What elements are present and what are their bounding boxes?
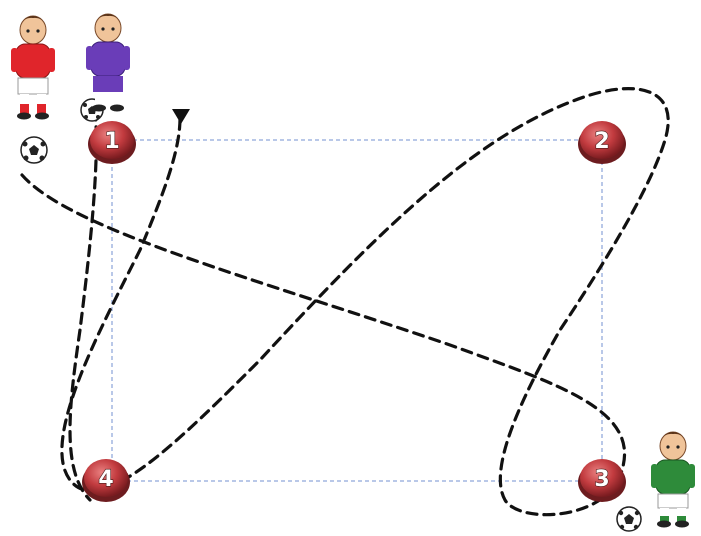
arrow-head-icon — [172, 109, 190, 124]
cone-2: 2 — [578, 121, 626, 164]
soccer-ball-icon — [21, 137, 47, 163]
cone-label: 2 — [594, 129, 609, 154]
cone-label: 1 — [104, 129, 119, 154]
cone-label: 4 — [98, 467, 113, 492]
player-purple — [86, 14, 130, 112]
player-green — [651, 432, 695, 528]
player-red — [11, 16, 55, 120]
cone-4: 4 — [82, 459, 130, 502]
grid-square — [112, 140, 602, 481]
soccer-ball-icon — [617, 507, 641, 531]
cone-label: 3 — [594, 467, 609, 492]
cone-3: 3 — [578, 459, 626, 502]
run-path-left — [70, 110, 96, 500]
